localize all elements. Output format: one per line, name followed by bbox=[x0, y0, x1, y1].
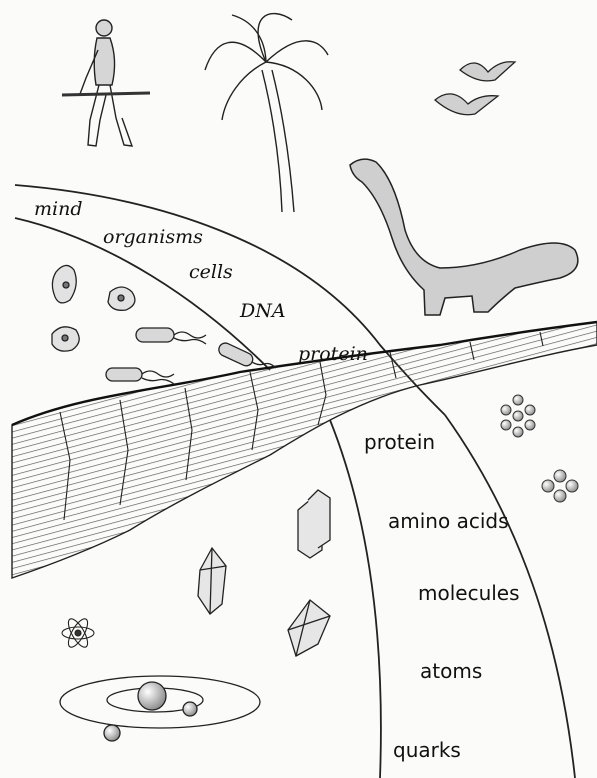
dinosaur-icon bbox=[350, 159, 578, 315]
crystal-icon bbox=[198, 490, 330, 656]
cell-icon bbox=[52, 265, 135, 351]
label-dna: DNA bbox=[240, 302, 286, 321]
label-protein-lower: protein bbox=[364, 432, 435, 452]
boundary-curve-lower-1 bbox=[330, 420, 381, 778]
birds-icon bbox=[435, 62, 515, 115]
molecule-icon bbox=[501, 395, 578, 502]
label-cells: cells bbox=[189, 263, 233, 282]
label-atoms: atoms bbox=[420, 661, 482, 681]
label-organisms: organisms bbox=[103, 228, 203, 247]
atom-icon bbox=[62, 616, 94, 650]
label-protein-upper: protein bbox=[298, 345, 368, 364]
label-amino-acids: amino acids bbox=[388, 511, 509, 531]
palm-tree-icon bbox=[205, 14, 328, 212]
label-molecules: molecules bbox=[418, 583, 520, 603]
label-mind: mind bbox=[34, 200, 83, 219]
label-quarks: quarks bbox=[393, 740, 461, 760]
orbit-system-icon bbox=[60, 676, 260, 741]
caveman-icon bbox=[62, 20, 150, 146]
